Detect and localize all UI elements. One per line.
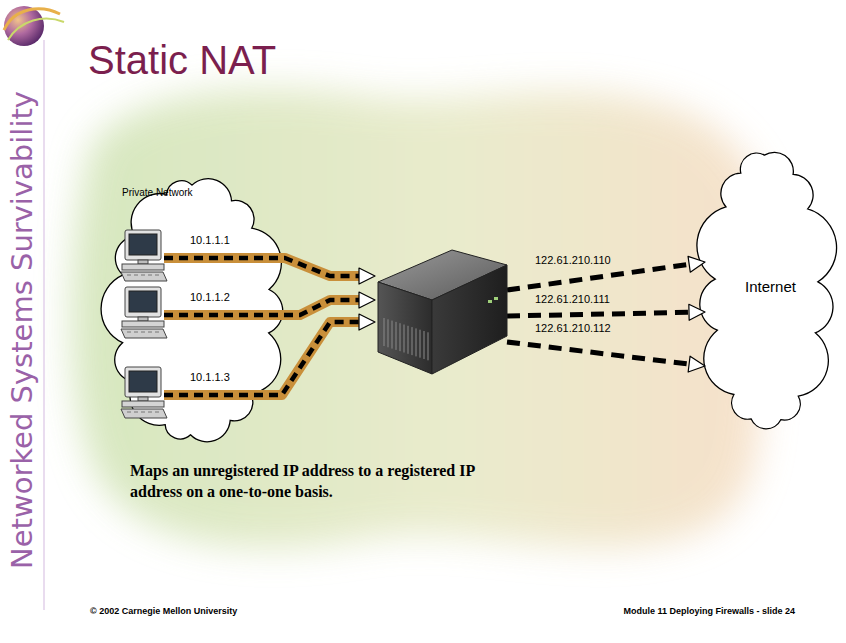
footer-copyright: © 2002 Carnegie Mellon University <box>90 606 237 616</box>
network-label: Private Network <box>122 187 193 198</box>
public-ip-address: 122.61.210.111 <box>535 293 610 305</box>
cloud-label: Internet <box>745 278 796 295</box>
logo-swoosh <box>8 19 64 40</box>
host-computer: 10.1.1.3 <box>118 365 168 420</box>
wash-blob <box>72 89 776 548</box>
computer-icon <box>118 365 168 420</box>
router-led <box>488 300 492 303</box>
public-ip-address: 122.61.210.112 <box>535 322 611 334</box>
host-computer: 10.1.1.2 <box>118 285 168 340</box>
router-led <box>494 297 498 300</box>
internet-cloud: Internet <box>695 135 838 445</box>
router-left-face <box>378 282 432 374</box>
side-banner: Networked Systems Survivability <box>5 91 39 569</box>
side-strip <box>43 40 45 610</box>
ip-address: 10.1.1.1 <box>190 234 230 246</box>
ip-address: 10.1.1.3 <box>190 371 230 383</box>
router-vents <box>384 318 428 360</box>
footer-module: Module 11 Deploying Firewalls - slide 24 <box>623 606 795 616</box>
public-ip-address: 122.61.210.110 <box>535 254 611 266</box>
private-network-cloud: Private Network10.1.1.110.1.1.210.1.1.3 <box>100 165 290 455</box>
slide-title: Static NAT <box>88 38 276 83</box>
slide-caption: Maps an unregistered IP address to a reg… <box>130 460 518 502</box>
computer-icon <box>118 228 168 283</box>
computer-icon <box>118 285 168 340</box>
ip-address: 10.1.1.2 <box>190 291 230 303</box>
host-computer: 10.1.1.1 <box>118 228 168 283</box>
router-right-face <box>432 265 507 374</box>
